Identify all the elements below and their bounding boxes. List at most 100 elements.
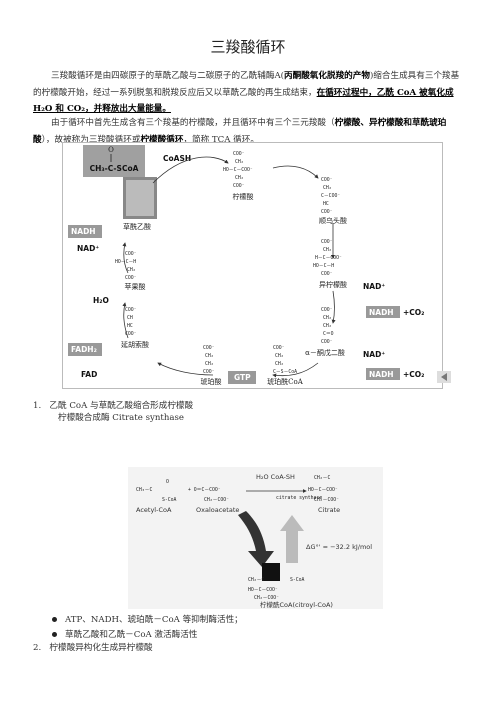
citrate-label: 柠檬酸: [233, 192, 254, 201]
ketoglutarate-molecule: COO⁻ CH₂ CH₂ C＝O COO⁻: [321, 307, 334, 345]
oxaloacetate-label: 草酰乙酸: [123, 222, 151, 231]
succinate-label: 琥珀酸: [201, 377, 222, 386]
cs-dg-label: ΔG°' = −32.2 kJ/mol: [306, 543, 372, 551]
enzyme-name: 柠檬酸合成酶 Citrate synthase: [58, 413, 184, 423]
svg-text:C－COO⁻: C－COO⁻: [321, 193, 340, 199]
svg-text:C－S－CoA: C－S－CoA: [273, 369, 297, 375]
svg-text:HO－C－COO⁻: HO－C－COO⁻: [308, 487, 338, 493]
svg-text:COO⁻: COO⁻: [125, 275, 137, 281]
svg-text:H－C－COO⁻: H－C－COO⁻: [315, 255, 342, 261]
svg-text:CH₂－COO⁻: CH₂－COO⁻: [204, 497, 229, 503]
intro-emphasis: 柠檬酸循环: [140, 134, 184, 145]
cs-oxaloacetate-label: Oxaloacetate: [196, 506, 239, 514]
bullet-item: ATP、NADH、琥珀酰－CoA 等抑制酶活性；: [52, 613, 243, 625]
svg-text:COO⁻: COO⁻: [321, 271, 333, 277]
svg-text:CH₂: CH₂: [275, 361, 284, 367]
malate-label: 苹果酸: [125, 282, 146, 291]
intro-paragraph-2: 由于循环中首先生成含有三个羧基的柠檬酸，并且循环中有三个三元羧酸（柠檬酸、异柠檬…: [33, 115, 465, 148]
svg-text:HO－C－H: HO－C－H: [115, 259, 136, 265]
fadh2-label: FADH₂: [71, 345, 97, 354]
svg-text:CH₂: CH₂: [323, 315, 332, 321]
nad-label-left: NAD⁺: [77, 244, 99, 253]
fad-label: FAD: [81, 370, 97, 379]
bullet-item: 草酰乙酸和乙酰－CoA 激活酶活性: [52, 628, 197, 640]
svg-text:COO⁻: COO⁻: [203, 345, 215, 351]
svg-text:CH₂: CH₂: [205, 361, 214, 367]
acetyl-coa-box: [83, 145, 145, 177]
acetyl-o-label: O: [108, 146, 114, 154]
svg-text:CH₂: CH₂: [323, 185, 332, 191]
nad-label-2: NAD⁺: [363, 350, 385, 359]
gtp-box: [228, 371, 256, 384]
play-back-icon[interactable]: [437, 368, 451, 383]
malate-molecule: COO⁻ HO－C－H CH₂ COO⁻: [115, 251, 137, 281]
svg-text:COO⁻: COO⁻: [203, 369, 215, 375]
svg-text:COO⁻: COO⁻: [321, 307, 333, 313]
acetyl-coa-label: CH₃-C-SCoA: [90, 164, 139, 173]
svg-text:HC: HC: [127, 323, 133, 329]
list-text: 乙酰 CoA 与草酰乙酸缩合形成柠檬酸: [49, 401, 194, 411]
nadh-label-1: NADH: [369, 308, 394, 317]
fumarate-label: 延胡索酸: [121, 340, 149, 349]
succinylcoa-molecule: COO⁻ CH₂ CH₂ C－S－CoA: [273, 345, 297, 375]
svg-text:+ O＝C－COO⁻: + O＝C－COO⁻: [188, 487, 221, 493]
svg-text:COO⁻: COO⁻: [233, 183, 245, 189]
list-text: 柠檬酸异构化生成异柠檬酸: [49, 643, 153, 653]
nadh-box-1: [366, 306, 400, 318]
svg-text:HO－C－COO⁻: HO－C－COO⁻: [248, 587, 278, 593]
tca-cycle-svg: O CH₃-C-SCoA CoASH 草酰乙酸 COO⁻ CH₂ HO－C－CO…: [68, 145, 424, 386]
page-title: 三羧酸循环: [210, 38, 286, 56]
nadh-box-left: [68, 225, 102, 238]
coash-label: CoASH: [163, 154, 191, 163]
svg-text:CH₂－C: CH₂－C: [314, 475, 330, 481]
svg-text:CH₂: CH₂: [235, 175, 244, 181]
svg-text:CH₂: CH₂: [127, 267, 136, 273]
svg-text:COO⁻: COO⁻: [321, 239, 333, 245]
intro-text: 由于循环中首先生成含有三个羧基的柠檬酸，并且循环中有三个三元羧酸（: [51, 118, 335, 128]
list-item-2: 2. 柠檬酸异构化生成异柠檬酸: [33, 641, 153, 653]
bullet-icon: [52, 632, 57, 637]
svg-text:COO⁻: COO⁻: [125, 307, 137, 313]
svg-text:CH₂: CH₂: [323, 247, 332, 253]
svg-text:O: O: [166, 479, 169, 485]
svg-text:COO⁻: COO⁻: [321, 339, 333, 345]
gtp-label: GTP: [234, 373, 251, 382]
svg-text:CH₂: CH₂: [235, 159, 244, 165]
co2-label-2: +CO₂: [403, 370, 424, 379]
svg-text:COO⁻: COO⁻: [233, 151, 245, 157]
intro-paragraph-1: 三羧酸循环是由四碳原子的草酰乙酸与二碳原子的乙酰辅酶A(丙酮酸氧化脱羧的产物)缩…: [33, 68, 465, 118]
bullet-text: ATP、NADH、琥珀酰－CoA 等抑制酶活性；: [65, 615, 243, 625]
svg-text:CH₂－COO⁻: CH₂－COO⁻: [314, 497, 339, 503]
succinate-molecule: COO⁻ CH₂ CH₂ COO⁻: [203, 345, 215, 375]
intro-text: ），故被称为三羧酸循环或: [41, 134, 141, 145]
co2-label-1: +CO₂: [403, 308, 424, 317]
intro-text: ，简称 TCA 循环。: [183, 134, 259, 145]
citrate-synthase-svg: CH₃－C O S-CoA Acetyl-CoA + O＝C－COO⁻ CH₂－…: [136, 473, 372, 609]
cisaconitate-molecule: COO⁻ CH₂ C－COO⁻ HC COO⁻: [321, 177, 340, 215]
isocitrate-molecule: COO⁻ CH₂ H－C－COO⁻ HO－C－H COO⁻: [313, 239, 342, 277]
svg-text:C＝O: C＝O: [323, 331, 334, 337]
svg-text:CH₂: CH₂: [205, 353, 214, 359]
svg-text:COO⁻: COO⁻: [321, 209, 333, 215]
svg-text:COO⁻: COO⁻: [125, 251, 137, 257]
succinylcoa-label: 琥珀酰CoA: [267, 377, 304, 386]
cs-citrate-label: Citrate: [318, 506, 340, 514]
svg-text:HO－C－COO⁻: HO－C－COO⁻: [223, 167, 253, 173]
bullet-icon: [52, 617, 57, 622]
cs-enzyme-label: citrate synthase: [276, 495, 322, 501]
svg-text:CH₂－COO⁻: CH₂－COO⁻: [254, 595, 279, 601]
nadh-label-2: NADH: [369, 370, 394, 379]
acetyl-fragment: CH₃－C: [136, 487, 152, 493]
scoa-label: S-CoA: [162, 497, 177, 503]
fumarate-molecule: COO⁻ CH HC COO⁻: [125, 307, 137, 337]
list-number: 1.: [33, 401, 42, 411]
nadh-label-left: NADH: [71, 227, 96, 236]
intro-bold: 柠檬酸、异柠檬酸和草酰琥珀酸: [33, 118, 447, 145]
citrate-synthase-figure: CH₃－C O S-CoA Acetyl-CoA + O＝C－COO⁻ CH₂－…: [128, 467, 383, 609]
bullet-text: 草酰乙酸和乙酰－CoA 激活酶活性: [65, 630, 198, 640]
svg-text:CH₂: CH₂: [323, 323, 332, 329]
list-item-1: 1. 乙酰 CoA 与草酰乙酸缩合形成柠檬酸: [33, 399, 193, 411]
ketoglutarate-label: α－酮戊二酸: [305, 348, 345, 357]
cs-h2o-coash: H₂O CoA-SH: [256, 473, 295, 481]
citrate-molecule: COO⁻ CH₂ HO－C－COO⁻ CH₂ COO⁻: [223, 151, 253, 189]
